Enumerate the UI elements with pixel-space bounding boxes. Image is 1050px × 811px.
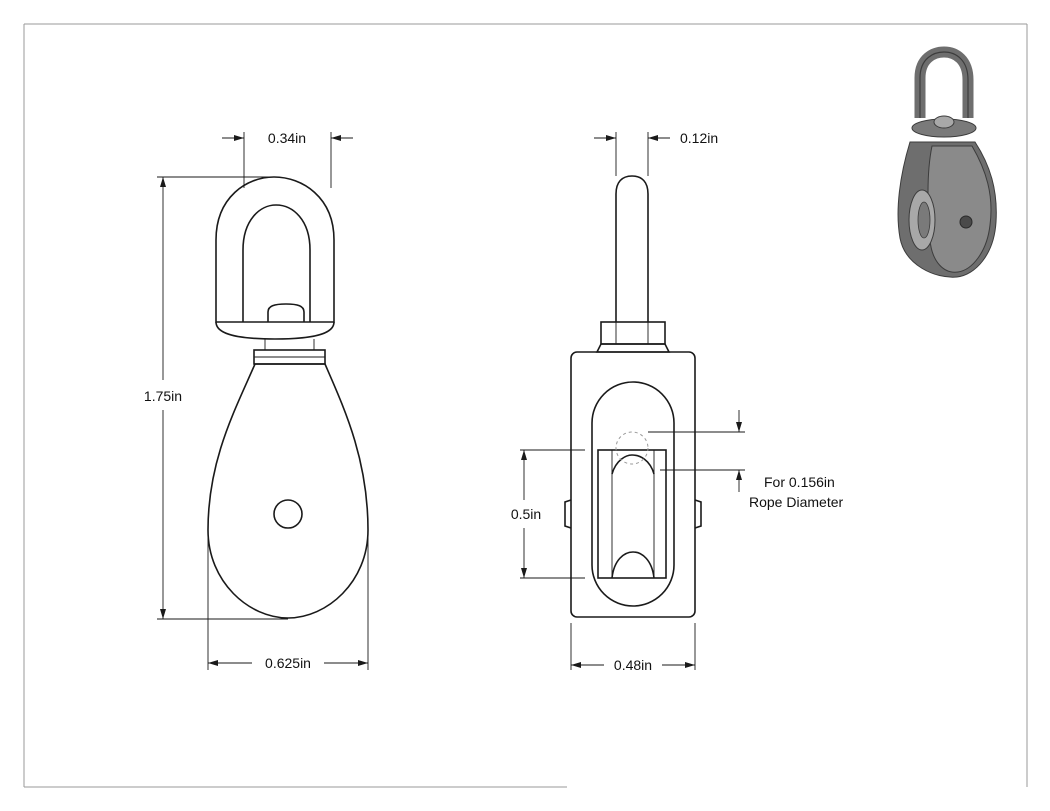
swivel-nut	[600, 321, 666, 345]
block-body	[207, 363, 369, 619]
axle-hole	[273, 499, 303, 529]
dim-overall-height: 1.75in	[144, 388, 182, 404]
dim-eye-width: 0.34in	[268, 130, 306, 146]
isometric-render	[897, 46, 997, 278]
dim-side-width: 0.48in	[614, 657, 652, 673]
front-view	[207, 176, 369, 619]
axle-pin-right	[694, 499, 702, 529]
dim-eye-thickness: 0.12in	[680, 130, 718, 146]
axle-pin-left	[564, 499, 572, 529]
sheet-border	[23, 23, 1028, 788]
swivel-eye-inner	[242, 204, 311, 322]
swivel-base	[215, 321, 335, 340]
rope-note-line2: Rope Diameter	[749, 494, 843, 510]
eye-shank	[615, 175, 649, 322]
side-frame	[570, 351, 696, 618]
rope-note-line1: For 0.156in	[764, 474, 835, 490]
dim-sheave-height: 0.5in	[511, 506, 541, 522]
side-view	[564, 175, 702, 618]
dim-body-width: 0.625in	[265, 655, 311, 671]
swivel-eye-outer	[215, 176, 335, 323]
side-slot	[591, 381, 675, 607]
sheave	[597, 449, 667, 579]
side-collar	[595, 343, 671, 353]
rope-circle	[615, 431, 649, 465]
dimension-lines	[157, 132, 745, 670]
swivel-rivet	[267, 303, 305, 322]
